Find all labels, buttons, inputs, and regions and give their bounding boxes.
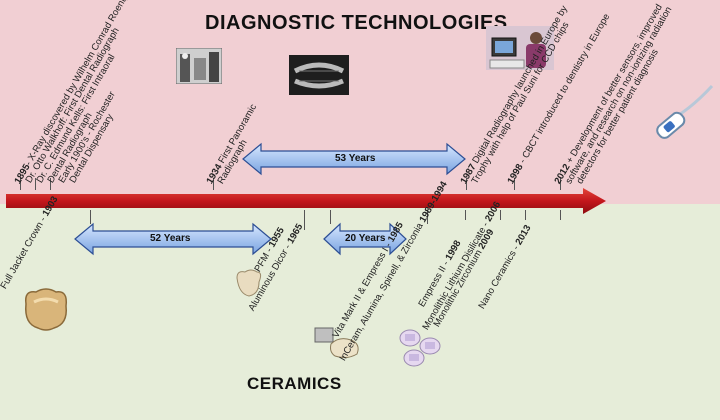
diagnostic-band <box>0 0 720 204</box>
digital-radiography-photo <box>486 26 554 70</box>
diagnostic-heading: DIAGNOSTIC TECHNOLOGIES <box>205 12 508 34</box>
main-timeline-arrow <box>6 188 606 214</box>
panoramic-xray-image <box>289 55 349 95</box>
historic-photo <box>176 48 222 84</box>
incream-blocks-image <box>399 329 441 367</box>
bottom-mid-span-arrow <box>323 222 407 256</box>
leader-line <box>213 178 214 190</box>
leader-line <box>330 210 331 224</box>
leader-line <box>560 210 561 220</box>
leader-line <box>50 178 51 190</box>
bottom-mid-span-label: 20 Years <box>345 233 386 244</box>
ceramics-heading: CERAMICS <box>247 374 342 393</box>
leader-line <box>525 210 526 220</box>
leader-line <box>500 210 501 220</box>
intraoral-sensor-image <box>656 84 714 139</box>
leader-line <box>466 178 467 190</box>
bottom-left-span-arrow <box>74 222 272 256</box>
leader-line <box>560 178 561 190</box>
leader-line <box>35 178 36 190</box>
bottom-left-span-label: 52 Years <box>150 233 191 244</box>
full-jacket-crown-image <box>24 288 68 331</box>
leader-line <box>304 210 305 230</box>
leader-line <box>514 178 515 190</box>
leader-line <box>90 210 91 224</box>
vita-mark-block-image <box>314 327 359 359</box>
pfm-crown-image <box>236 269 262 297</box>
leader-line <box>20 178 21 190</box>
leader-line <box>465 210 466 220</box>
top-span-arrow <box>242 142 466 176</box>
top-span-label: 53 Years <box>335 153 376 164</box>
leader-line <box>427 210 428 224</box>
